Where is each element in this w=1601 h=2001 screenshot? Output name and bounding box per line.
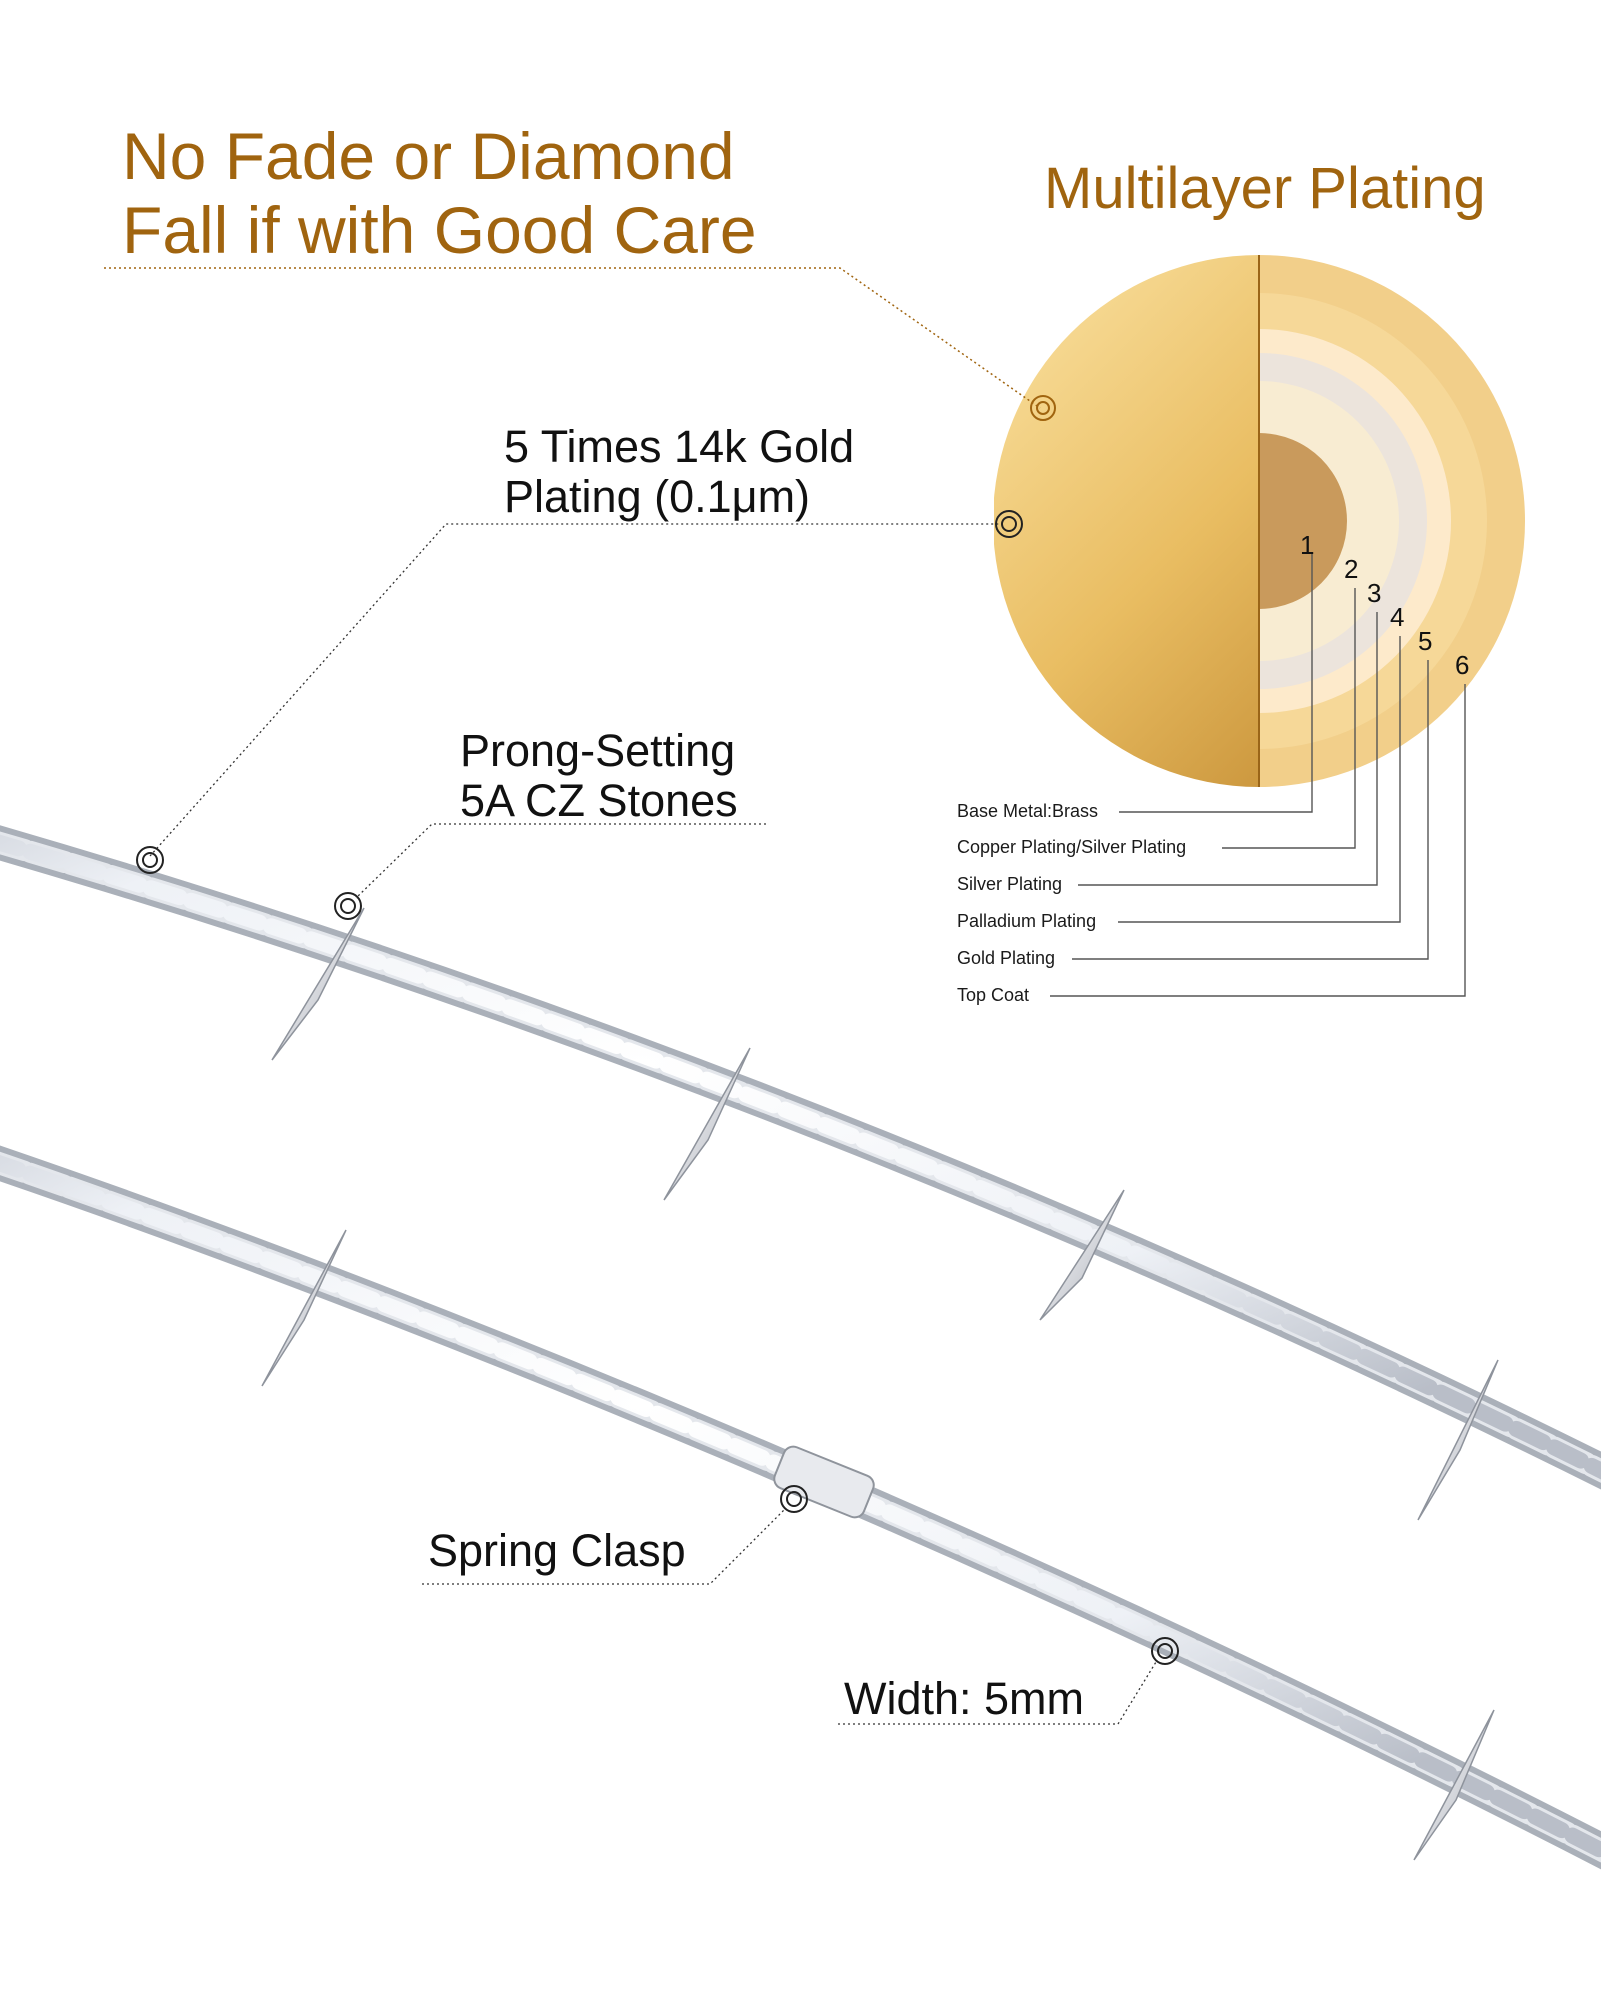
upper-chain-marker bbox=[136, 846, 164, 874]
headline: No Fade or Diamond Fall if with Good Car… bbox=[122, 119, 757, 268]
spike-charm bbox=[663, 1047, 751, 1201]
prong-callout-line-1: Prong-Setting bbox=[460, 725, 736, 776]
layer-number-4: 4 bbox=[1390, 602, 1405, 632]
spike-charm bbox=[1039, 1189, 1125, 1321]
spike-charm bbox=[1413, 1709, 1495, 1861]
spike-charm bbox=[1417, 1359, 1499, 1521]
prong-callout-line-2: 5A CZ Stones bbox=[460, 775, 738, 827]
width-callout-leader bbox=[838, 1637, 1179, 1725]
layer-number-5: 5 bbox=[1418, 626, 1433, 656]
layer-label-4: Palladium Plating bbox=[957, 911, 1097, 931]
prong-callout-leader bbox=[334, 823, 766, 920]
spring-clasp-callout: Spring Clasp bbox=[428, 1525, 686, 1576]
layer-label-3: Silver Plating bbox=[957, 874, 1063, 894]
lower-chain bbox=[0, 1145, 1601, 1870]
clasp-callout-leader bbox=[422, 1485, 808, 1585]
layer-number-1: 1 bbox=[1300, 530, 1315, 560]
plating-title: Multilayer Plating bbox=[1044, 156, 1486, 221]
spike-charm bbox=[261, 1229, 347, 1387]
layer-label-6: Top Coat bbox=[957, 985, 1030, 1005]
gold-callout-line-1: 5 Times 14k Gold bbox=[504, 421, 855, 472]
layer-label-5: Gold Plating bbox=[957, 948, 1056, 968]
headline-leader bbox=[104, 267, 1056, 421]
upper-chain bbox=[0, 825, 1601, 1521]
gold-plating-callout: 5 Times 14k Gold Plating (0.1μm) bbox=[504, 421, 855, 523]
spring-clasp bbox=[773, 1445, 875, 1519]
headline-line-1: No Fade or Diamond bbox=[122, 119, 735, 193]
width-callout: Width: 5mm bbox=[844, 1673, 1085, 1724]
gold-callout-line-2: Plating (0.1μm) bbox=[504, 471, 811, 523]
layer-label-1: Base Metal:Brass bbox=[957, 801, 1099, 821]
gold-callout-leader bbox=[149, 510, 1023, 857]
headline-line-2: Fall if with Good Care bbox=[122, 192, 757, 267]
layer-number-6: 6 bbox=[1455, 650, 1470, 680]
gold-surface-half bbox=[994, 255, 1259, 787]
plating-layers-half bbox=[1259, 255, 1525, 787]
prong-setting-callout: Prong-Setting 5A CZ Stones bbox=[460, 725, 738, 827]
layer-number-3: 3 bbox=[1367, 578, 1382, 608]
layer-number-2: 2 bbox=[1344, 554, 1359, 584]
layer-label-2: Copper Plating/Silver Plating bbox=[957, 837, 1187, 857]
plating-cross-section bbox=[994, 255, 1525, 787]
spike-charm bbox=[271, 907, 365, 1061]
layer-1-core bbox=[1259, 433, 1347, 609]
layer-leader-lines bbox=[1050, 552, 1466, 997]
